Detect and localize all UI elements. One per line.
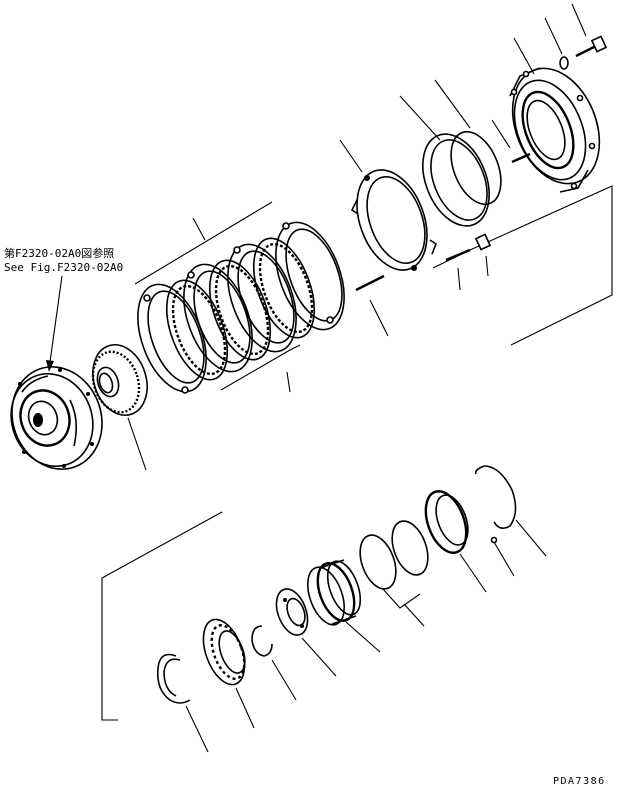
friction-disc-3 xyxy=(252,237,316,339)
thrust-bearing xyxy=(275,588,337,677)
bracket-top xyxy=(134,201,273,285)
spring-pin-and-bolt xyxy=(445,233,492,291)
clutch-hub-gear xyxy=(91,344,148,471)
friction-disc-2 xyxy=(208,259,272,361)
reference-label-jp: 第F2320-02A0図参照 xyxy=(4,246,114,260)
leader-plates xyxy=(192,217,206,241)
end-plate xyxy=(275,221,345,331)
lower-snap-ring-1 xyxy=(156,653,209,753)
seal-ring-pair xyxy=(359,520,429,627)
separator-plate-3 xyxy=(227,243,297,353)
clutch-carrier xyxy=(491,37,601,193)
drawing-code: PDA7386 xyxy=(553,776,606,787)
retainer-ring xyxy=(339,139,437,271)
upper-seal-ring xyxy=(434,79,502,205)
bracket-bottom xyxy=(220,344,301,391)
guide-pin xyxy=(355,274,389,337)
lower-snap-ring-3 xyxy=(474,465,547,557)
upper-snap-ring xyxy=(399,95,490,227)
reference-arrowhead xyxy=(46,360,54,372)
leader-discs xyxy=(286,371,291,393)
upper-group-boundary xyxy=(432,185,613,346)
lower-snap-ring-2 xyxy=(251,625,297,701)
piston-housing-ring xyxy=(424,490,515,593)
housing xyxy=(10,366,103,470)
mounting-bolt-and-washer xyxy=(544,3,608,70)
ball-bearing xyxy=(202,618,255,729)
reference-leader xyxy=(49,275,63,363)
lower-group-boundary xyxy=(101,511,223,721)
clutch-piston xyxy=(306,559,381,653)
reference-label-en: See Fig.F2320-02A0 xyxy=(4,261,123,274)
